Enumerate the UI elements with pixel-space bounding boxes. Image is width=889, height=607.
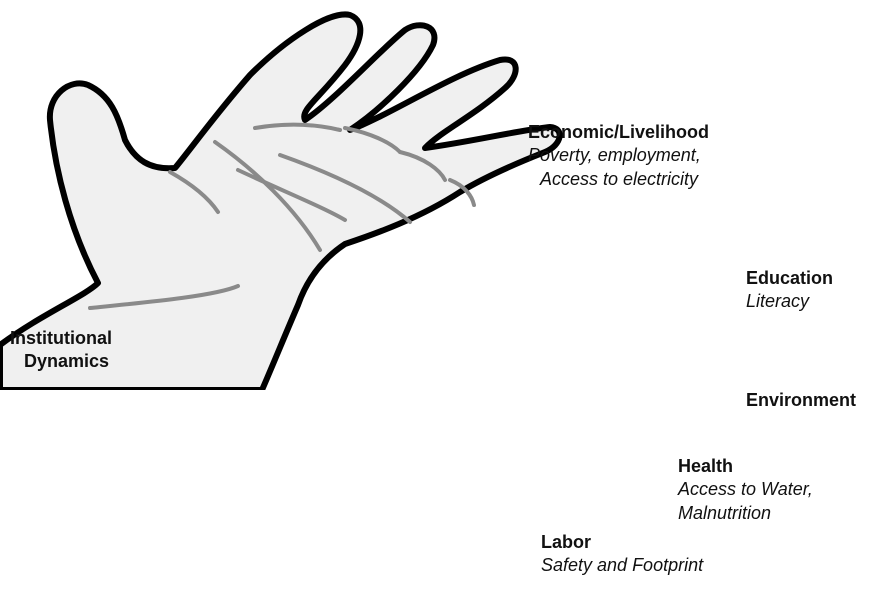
labor-title: Labor — [541, 531, 703, 554]
economic-livelihood-desc-line1: Poverty, employment, — [528, 144, 709, 167]
economic-livelihood-title: Economic/Livelihood — [528, 121, 709, 144]
institutional-dynamics-line2: Dynamics — [10, 350, 112, 373]
health-title: Health — [678, 455, 813, 478]
institutional-dynamics-line1: Institutional — [10, 327, 112, 350]
environment-label: Environment — [746, 389, 856, 412]
environment-title: Environment — [746, 389, 856, 412]
labor-label: Labor Safety and Footprint — [541, 531, 703, 578]
health-desc-line1: Access to Water, — [678, 478, 813, 501]
education-title: Education — [746, 267, 833, 290]
health-label: Health Access to Water, Malnutrition — [678, 455, 813, 525]
economic-livelihood-label: Economic/Livelihood Poverty, employment,… — [528, 121, 709, 191]
education-label: Education Literacy — [746, 267, 833, 314]
economic-livelihood-desc-line2: Access to electricity — [528, 168, 709, 191]
health-desc-line2: Malnutrition — [678, 502, 813, 525]
education-desc: Literacy — [746, 290, 833, 313]
institutional-dynamics-label: Institutional Dynamics — [10, 327, 112, 374]
labor-desc: Safety and Footprint — [541, 554, 703, 577]
